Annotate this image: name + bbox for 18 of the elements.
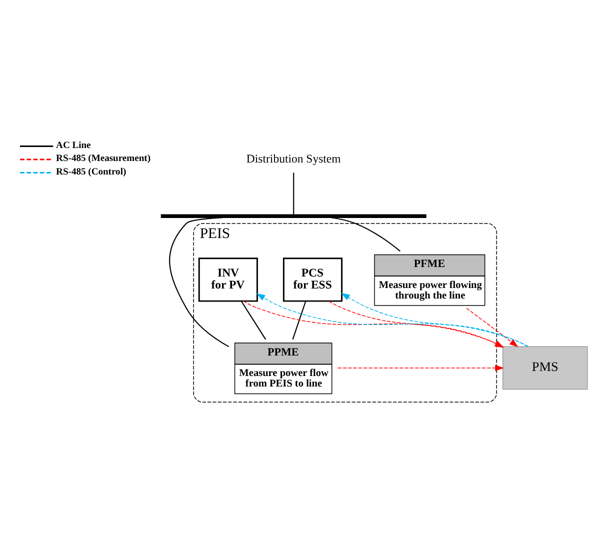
arrow (466, 308, 518, 348)
arrow (328, 300, 504, 348)
legend-label: RS-485 (Measurement) (56, 153, 151, 164)
legend-label: RS-485 (Control) (56, 166, 126, 178)
connector (330, 217, 400, 252)
node-box: PMS (502, 346, 588, 390)
legend-label: AC Line (56, 140, 91, 152)
connector (240, 300, 266, 340)
node-box: PCS for ESS (282, 258, 343, 302)
arrow (242, 300, 504, 348)
node-text: Distribution System (246, 152, 341, 166)
node-box: INV for PV (198, 258, 258, 302)
arrow (256, 293, 529, 347)
connector (292, 301, 306, 340)
arrow (337, 364, 504, 372)
node-bar (160, 214, 426, 218)
arrow (341, 292, 528, 347)
connector (293, 172, 294, 214)
